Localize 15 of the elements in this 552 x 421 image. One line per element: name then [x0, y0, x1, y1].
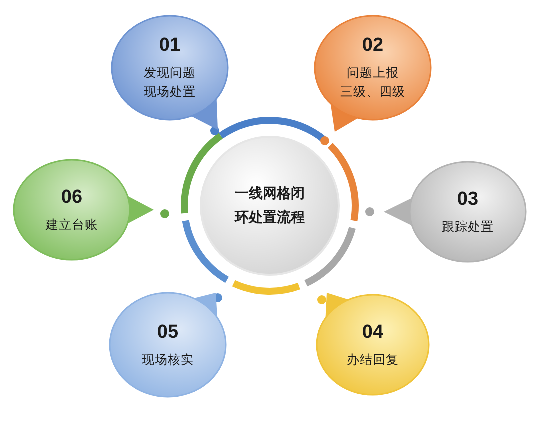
step-number: 05: [157, 322, 179, 344]
step-label: 建立台账: [46, 216, 98, 234]
center-title: 一线网格闭环处置流程: [234, 185, 306, 228]
step-label: 现场处置: [144, 83, 196, 101]
step-number: 06: [61, 186, 83, 208]
step-label: 跟踪处置: [442, 218, 494, 236]
step-number: 03: [457, 188, 479, 210]
step-number: 01: [159, 35, 181, 57]
step-label: 发现问题: [144, 64, 196, 82]
step-label: 现场核实: [142, 350, 194, 368]
step-label: 三级、四级: [340, 83, 406, 101]
step-label: 办结回复: [347, 350, 399, 368]
step-number: 02: [362, 35, 384, 57]
step-number: 04: [362, 322, 384, 344]
step-label: 问题上报: [347, 64, 399, 82]
